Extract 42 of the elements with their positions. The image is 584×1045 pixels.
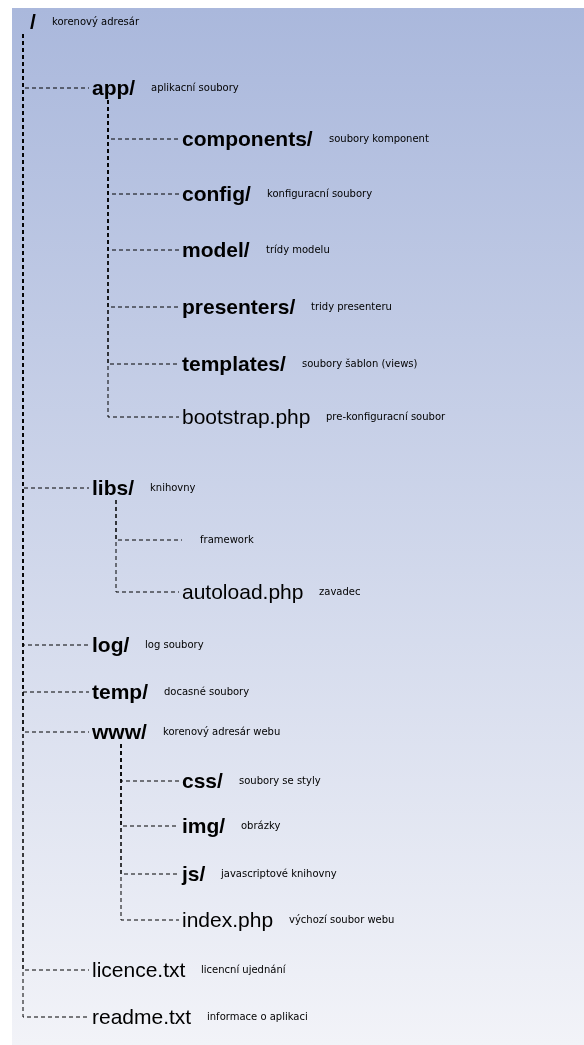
- folder-name: img/: [182, 814, 226, 838]
- description-text: knihovny: [150, 482, 196, 494]
- file-name: autoload.php: [182, 580, 304, 604]
- description-text: soubory se styly: [239, 775, 321, 787]
- folder-name: log/: [92, 633, 130, 657]
- folder-name: /: [30, 10, 36, 34]
- description-text: docasné soubory: [164, 686, 250, 698]
- description-text: informace o aplikaci: [207, 1011, 308, 1023]
- description-text: trídy modelu: [266, 244, 330, 256]
- description-text: soubory komponent: [329, 133, 429, 145]
- description-text: obrázky: [241, 820, 281, 832]
- folder-name: libs/: [92, 476, 134, 500]
- tree-connector: [115, 499, 180, 593]
- file-name: bootstrap.php: [182, 405, 311, 429]
- file-name: licence.txt: [92, 958, 186, 982]
- folder-name: www/: [92, 720, 147, 744]
- folder-name: js/: [182, 862, 206, 886]
- tree-connector: [120, 743, 180, 921]
- description-text: log soubory: [145, 639, 204, 651]
- folder-name: model/: [182, 238, 250, 262]
- description-text: korenový adresár: [52, 16, 140, 28]
- folder-name: templates/: [182, 352, 286, 376]
- description-text: tridy presenteru: [311, 301, 392, 313]
- description-text: zavadec: [319, 586, 361, 598]
- description-text: výchozí soubor webu: [289, 914, 395, 926]
- folder-name: presenters/: [182, 295, 296, 319]
- folder-name: temp/: [92, 680, 148, 704]
- folder-name: config/: [182, 182, 251, 206]
- folder-name: css/: [182, 769, 223, 793]
- description-text: javascriptové knihovny: [221, 868, 337, 880]
- description-text: aplikacní soubory: [151, 82, 239, 94]
- description-text: licencní ujednání: [201, 964, 286, 976]
- folder-name: app/: [92, 76, 136, 100]
- description-text: pre-konfiguracní soubor: [326, 411, 446, 423]
- file-name: index.php: [182, 908, 274, 932]
- description-text: soubory šablon (views): [302, 358, 418, 370]
- folder-name: components/: [182, 127, 313, 151]
- description-text: konfiguracní soubory: [267, 188, 373, 200]
- description-text: korenový adresár webu: [163, 726, 281, 738]
- description-text: framework: [200, 534, 254, 546]
- tree-connector: [107, 99, 180, 418]
- file-name: readme.txt: [92, 1005, 192, 1029]
